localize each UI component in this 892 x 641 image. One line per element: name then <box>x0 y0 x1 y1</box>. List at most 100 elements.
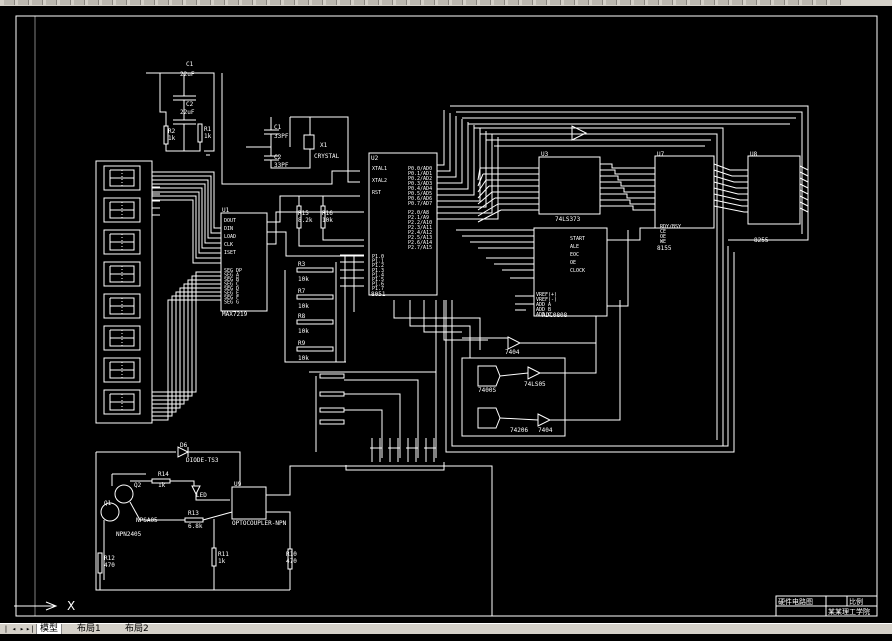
tab-layout-2[interactable]: 布局2 <box>125 624 149 634</box>
label-r10-value: 470 <box>286 558 297 565</box>
toolbar-button[interactable] <box>438 0 449 5</box>
seven-segment-digit <box>103 389 141 415</box>
seven-segment-digit <box>103 261 141 287</box>
toolbar-button[interactable] <box>382 0 393 5</box>
toolbar-button[interactable] <box>326 0 337 5</box>
toolbar-button[interactable] <box>564 0 575 5</box>
toolbar-button[interactable] <box>522 0 533 5</box>
toolbar-button[interactable] <box>662 0 673 5</box>
toolbar-button[interactable] <box>74 0 85 5</box>
toolbar-button[interactable] <box>760 0 771 5</box>
toolbar-button[interactable] <box>158 0 169 5</box>
adc-pin-label: VREF(+) <box>536 292 557 298</box>
toolbar-button[interactable] <box>116 0 127 5</box>
address-bus-wire <box>600 205 655 211</box>
mcu-pin-label: P2.4/A12 <box>408 230 432 236</box>
label-u8: U8 <box>750 151 758 158</box>
ucs-x-label: X <box>67 599 76 613</box>
tab-layout-1[interactable]: 布局1 <box>77 624 101 634</box>
toolbar-button[interactable] <box>46 0 57 5</box>
toolbar-button[interactable] <box>690 0 701 5</box>
toolbar-button[interactable] <box>816 0 827 5</box>
toolbar-button[interactable] <box>270 0 281 5</box>
label-r2-value: 1k <box>168 135 176 142</box>
toolbar-button[interactable] <box>634 0 645 5</box>
toolbar-button[interactable] <box>718 0 729 5</box>
toolbar-button[interactable] <box>172 0 183 5</box>
toolbar-button[interactable] <box>410 0 421 5</box>
label-r1: R1 <box>204 126 212 133</box>
display-digit-wire <box>152 291 221 413</box>
max7219-pin-label: SEG B <box>224 277 239 283</box>
tab-model[interactable]: 模型 <box>36 624 63 634</box>
prev-tab-icon[interactable]: ◂ <box>11 625 17 633</box>
label-u9: U9 <box>234 481 242 488</box>
toolbar-button[interactable] <box>32 0 43 5</box>
toolbar-button[interactable] <box>354 0 365 5</box>
toolbar-button[interactable] <box>774 0 785 5</box>
drawing-canvas[interactable]: 硬件电路图 某某理工学院 比例 <box>0 6 892 623</box>
toolbar-button[interactable] <box>88 0 99 5</box>
toolbar-button[interactable] <box>830 0 841 5</box>
toolbar-button[interactable] <box>424 0 435 5</box>
next-tab-icon[interactable]: ▸ <box>19 625 25 633</box>
toolbar-button[interactable] <box>494 0 505 5</box>
toolbar-button[interactable] <box>200 0 211 5</box>
toolbar-button[interactable] <box>102 0 113 5</box>
label-r16-value: 10k <box>322 217 333 224</box>
toolbar-button[interactable] <box>606 0 617 5</box>
first-tab-icon[interactable]: |◂ <box>3 625 9 641</box>
toolbar-button[interactable] <box>704 0 715 5</box>
push-button <box>424 438 436 462</box>
label-r16: R16 <box>322 210 333 217</box>
mcu-pin-label: P0.6/AD6 <box>408 196 432 202</box>
toolbar-button[interactable] <box>466 0 477 5</box>
toolbar-button[interactable] <box>508 0 519 5</box>
display-segment-wire <box>152 187 221 249</box>
max7219-pin-label: CLK <box>224 242 233 248</box>
seven-segment-digit <box>103 229 141 255</box>
toolbar-button[interactable] <box>284 0 295 5</box>
toolbar-button[interactable] <box>802 0 813 5</box>
toolbar-button[interactable] <box>298 0 309 5</box>
toolbar-button[interactable] <box>312 0 323 5</box>
toolbar-button[interactable] <box>144 0 155 5</box>
max7219-pin-label: DIN <box>224 226 233 232</box>
toolbar-button[interactable] <box>4 0 15 5</box>
toolbar-button[interactable] <box>130 0 141 5</box>
label-nand1: 7400S <box>478 387 496 394</box>
toolbar-button[interactable] <box>18 0 29 5</box>
wiring <box>14 72 809 616</box>
last-tab-icon[interactable]: ▸| <box>26 625 35 633</box>
toolbar-button[interactable] <box>536 0 547 5</box>
toolbar-button[interactable] <box>746 0 757 5</box>
toolbar-button[interactable] <box>186 0 197 5</box>
toolbar-button[interactable] <box>732 0 743 5</box>
label-r9-value: 10k <box>298 355 309 362</box>
toolbar-button[interactable] <box>368 0 379 5</box>
toolbar-button[interactable] <box>480 0 491 5</box>
latch-74ls373-chip <box>538 156 601 215</box>
label-led: LED <box>196 492 207 499</box>
toolbar-button[interactable] <box>676 0 687 5</box>
toolbar-button[interactable] <box>592 0 603 5</box>
toolbar-button[interactable] <box>788 0 799 5</box>
toolbar-button[interactable] <box>214 0 225 5</box>
toolbar-button[interactable] <box>452 0 463 5</box>
toolbar-button[interactable] <box>578 0 589 5</box>
label-x1: X1 <box>320 142 328 149</box>
toolbar-button[interactable] <box>648 0 659 5</box>
ram-pin-label: RDY/BSY <box>660 224 681 230</box>
toolbar-button[interactable] <box>228 0 239 5</box>
toolbar-button[interactable] <box>60 0 71 5</box>
toolbar-button[interactable] <box>550 0 561 5</box>
toolbar-button[interactable] <box>256 0 267 5</box>
schematic-drawing: 硬件电路图 某某理工学院 比例 <box>14 15 878 617</box>
toolbar-button[interactable] <box>242 0 253 5</box>
toolbar-button[interactable] <box>620 0 631 5</box>
label-r8: R8 <box>298 313 306 320</box>
toolbar-button[interactable] <box>396 0 407 5</box>
label-c1-top: C1 <box>186 61 194 68</box>
toolbar-button[interactable] <box>340 0 351 5</box>
label-c2-top: C2 <box>186 101 194 108</box>
